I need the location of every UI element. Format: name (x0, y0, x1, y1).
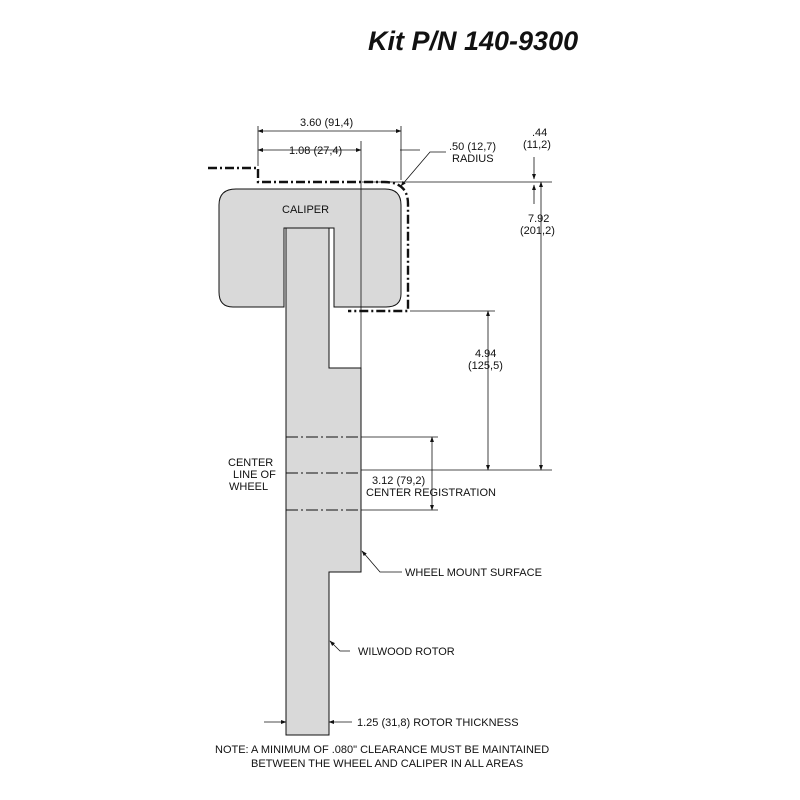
centerline-label-2: LINE OF (233, 469, 276, 481)
dim-clearance-in: .44 (532, 127, 547, 139)
dimension-lines (257, 129, 543, 724)
dim-height-overall-in: 7.92 (528, 213, 549, 225)
caliper-body (218, 188, 402, 308)
dim-center-registration-value: 3.12 (79,2) (372, 475, 425, 487)
centerlines (286, 436, 361, 511)
dim-inner-width: 1.08 (27,4) (289, 145, 342, 157)
kit-title: Kit P/N 140-9300 (368, 26, 578, 56)
wheel-mount-label: WHEEL MOUNT SURFACE (405, 567, 542, 579)
dim-radius-word: RADIUS (452, 153, 494, 165)
extension-lines (257, 126, 552, 735)
rotor-body (285, 227, 362, 736)
note-line-2: BETWEEN THE WHEEL AND CALIPER IN ALL ARE… (251, 758, 523, 770)
centerline-label-1: CENTER (228, 457, 273, 469)
dim-clearance-mm: (11,2) (523, 139, 551, 151)
wheel-envelope-line (208, 166, 410, 313)
dim-height-mount-in: 4.94 (475, 348, 496, 360)
dim-radius-value: .50 (12,7) (449, 141, 496, 153)
centerline-label-3: WHEEL (229, 481, 268, 493)
rotor-label: WILWOOD ROTOR (358, 646, 455, 658)
dim-height-mount-mm: (125,5) (468, 360, 503, 372)
note-line-1: NOTE: A MINIMUM OF .080" CLEARANCE MUST … (215, 744, 549, 756)
dim-height-overall-mm: (201,2) (520, 225, 555, 237)
dim-rotor-thickness: 1.25 (31,8) ROTOR THICKNESS (357, 717, 519, 729)
dim-overall-width: 3.60 (91,4) (300, 117, 353, 129)
caliper-label: CALIPER (282, 204, 329, 216)
dim-center-registration-word: CENTER REGISTRATION (366, 487, 496, 499)
